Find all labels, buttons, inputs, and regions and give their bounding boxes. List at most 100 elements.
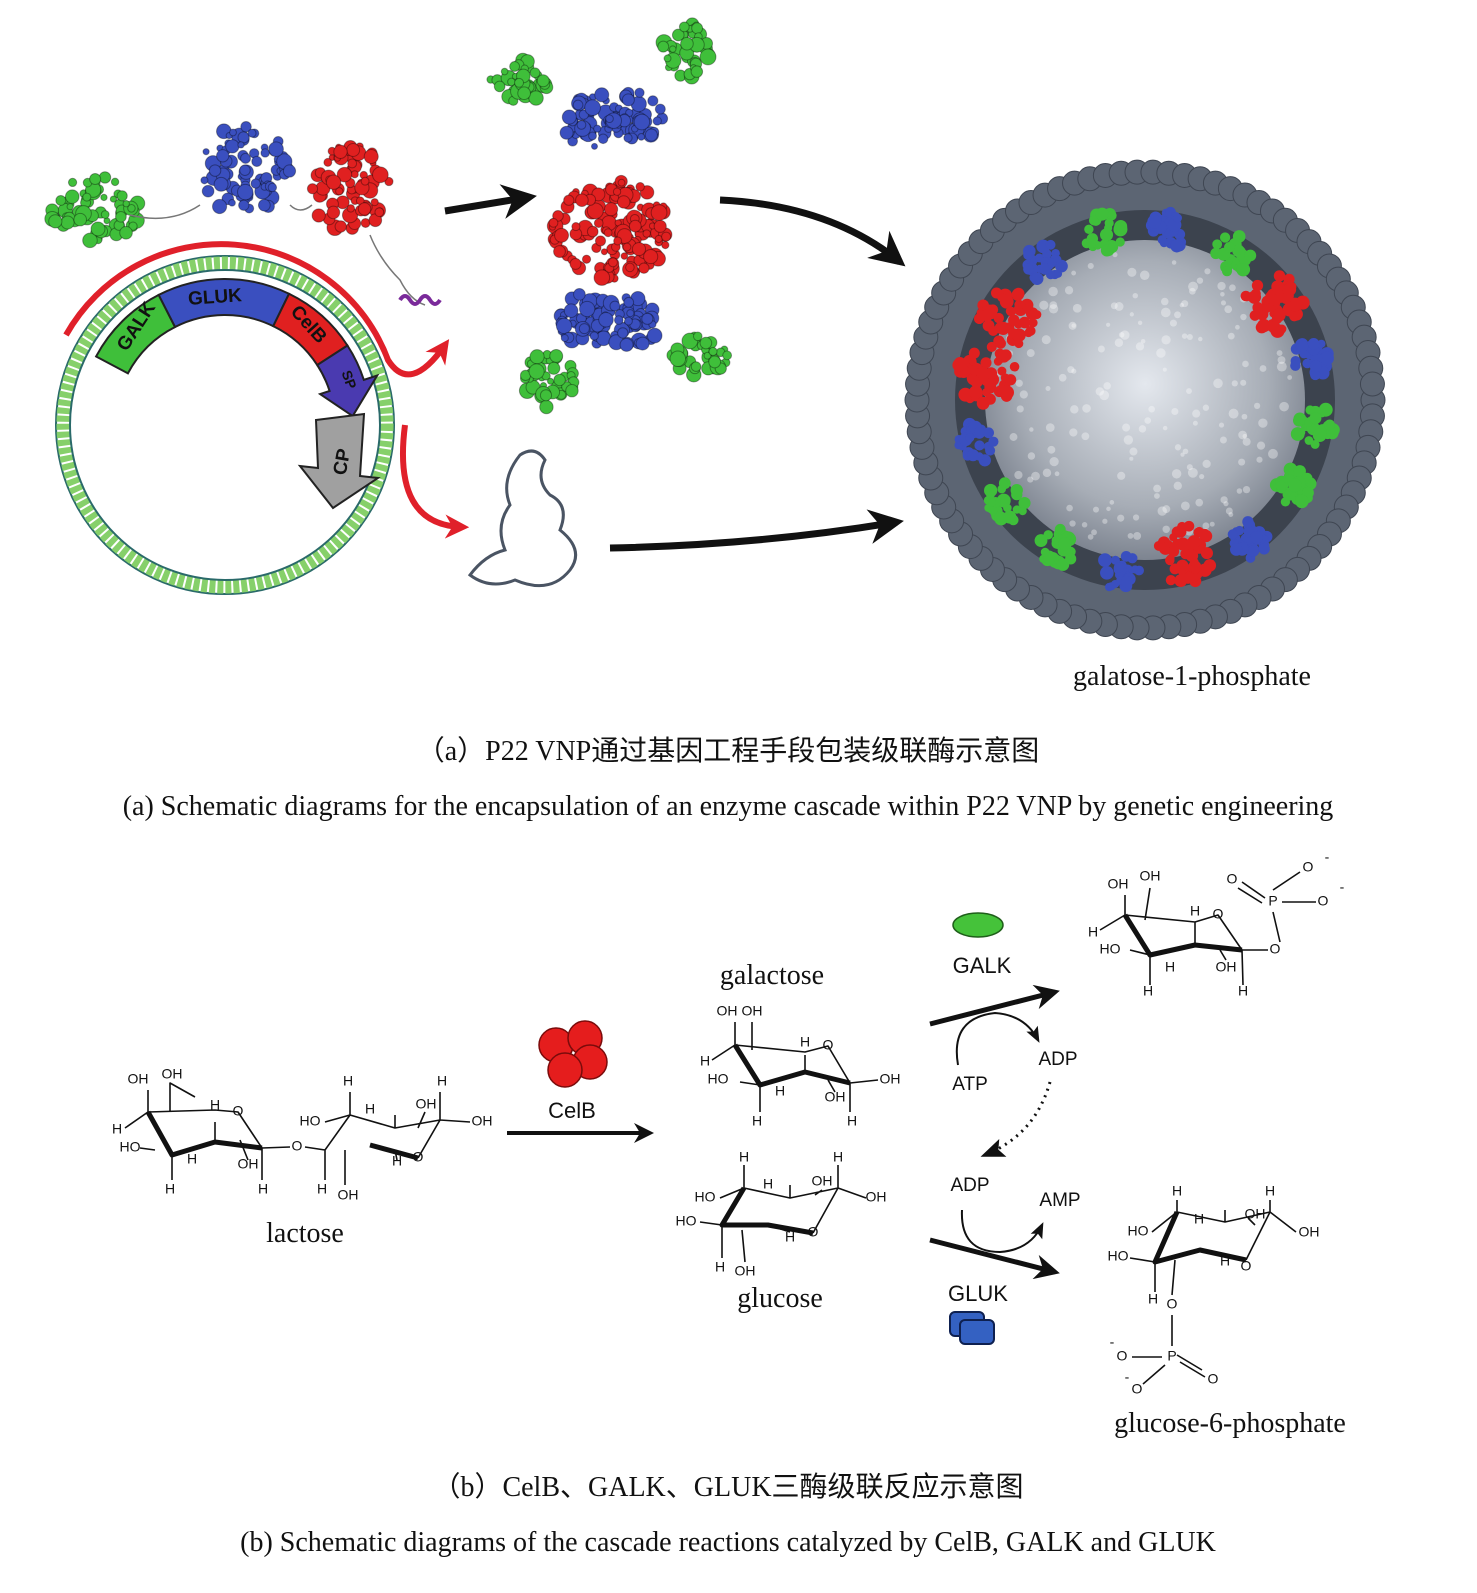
encapsulated-enzyme [983,427,995,439]
galk-protein [44,171,146,249]
galk-bottom-left [518,348,580,415]
encapsulated-enzyme [1047,258,1057,268]
atom-label: H [1088,924,1098,940]
atom-label: O [1213,906,1224,922]
encapsulated-enzyme [1086,238,1097,249]
reaction-arrow-galk [929,984,1060,1027]
cofactor-adp-bottom: ADP [950,1175,989,1196]
protein-structures [44,17,733,588]
encapsulated-enzyme [1307,338,1320,350]
encapsulated-enzyme [1221,266,1233,277]
gluk-dimer-top-b [604,86,669,145]
enzyme-label-galk: GALK [953,953,1012,978]
atom-label: - [1125,1369,1130,1385]
encapsulated-enzyme [970,367,979,376]
encapsulated-enzyme [1012,287,1025,300]
encapsulated-enzyme [1258,543,1270,555]
encapsulated-enzyme [980,357,992,369]
encapsulated-enzyme [1000,349,1012,362]
encapsulated-enzyme [1100,566,1114,580]
atom-label: O [292,1138,303,1154]
caption-b-chinese: （b）CelB、GALK、GLUK三酶级联反应示意图 [432,1471,1023,1503]
molecule-name-glucose: glucose [737,1283,823,1314]
encapsulated-enzyme [970,375,983,388]
atom-label: HO [300,1113,321,1129]
encapsulated-enzyme [1271,280,1284,293]
encapsulated-enzyme [1159,542,1169,552]
atom-label: H [1172,1183,1182,1199]
encapsulated-enzyme [1189,557,1199,567]
encapsulated-enzyme [988,498,997,507]
encapsulated-enzyme [1018,497,1031,510]
p22-capsid [904,159,1386,641]
atom-label: H [210,1097,220,1113]
encapsulated-enzyme [1009,361,1020,372]
atom-label: H [437,1073,447,1089]
atom-label: O [1241,1258,1252,1274]
encapsulated-enzyme [1113,562,1125,573]
atom-label: OH [880,1071,901,1087]
encapsulated-enzyme [1099,228,1114,242]
encapsulated-enzyme [952,358,966,372]
atom-label: OH [128,1071,149,1087]
galk-enzyme-icon [952,912,1004,938]
encapsulated-enzyme [1236,262,1250,276]
enzyme-label-gluk: GLUK [948,1281,1008,1306]
atom-label: OH [866,1189,887,1205]
enzyme-label-celb: CelB [548,1098,596,1123]
encapsulated-enzyme [974,426,985,437]
encapsulated-enzyme [985,445,996,456]
encapsulated-enzyme [965,433,975,443]
encapsulated-enzyme [1169,533,1178,542]
encapsulated-enzyme [1107,243,1117,253]
atom-label: O [413,1149,424,1165]
encapsulated-enzyme [980,309,994,322]
encapsulated-enzyme [1295,494,1309,509]
atom-label: H [1194,1211,1204,1227]
encapsulated-enzyme [1008,328,1019,339]
atom-label: OH [162,1066,183,1082]
atom-label: HO [120,1139,141,1155]
atom-label: H [847,1113,857,1129]
encapsulated-enzyme [1227,529,1238,540]
encapsulated-enzyme [1309,412,1322,425]
atom-label: O [823,1037,834,1053]
atom-label: - [1340,879,1345,895]
atom-label: H [1265,1183,1275,1199]
encapsulated-enzyme [1098,553,1112,567]
celb-enzyme-icon [538,1020,608,1088]
encapsulated-enzyme [1219,232,1231,243]
encapsulated-enzyme [1296,428,1306,437]
gluk-dimer-bottom-b [598,290,663,352]
encapsulated-enzyme [1107,582,1116,591]
encapsulated-enzyme [1039,263,1051,275]
encapsulated-enzyme [1310,369,1321,381]
encapsulated-enzyme [974,440,985,451]
atom-label: P [1268,893,1277,909]
chemical-bonds [124,871,1316,1385]
encapsulated-enzyme [1289,311,1300,322]
encapsulated-enzyme [1277,324,1287,334]
encapsulated-enzyme [1065,553,1077,565]
encapsulated-enzyme [1170,239,1184,253]
encapsulated-enzyme [1030,272,1044,286]
encapsulated-enzyme [1244,249,1257,262]
encapsulated-enzyme [984,483,998,498]
atom-label: O [1270,941,1281,957]
gene-label-gluk: GLUK [187,285,242,310]
caption-a-chinese: （a）P22 VNP通过基因工程手段包装级联酶示意图 [417,735,1040,767]
atom-label: P [1167,1348,1176,1364]
encapsulated-enzyme [1113,222,1128,237]
adp-to-amp-arrow [960,1209,1044,1254]
encapsulated-enzyme [998,479,1008,489]
atom-label: H [763,1176,773,1192]
encapsulated-enzyme [1187,535,1201,549]
atom-label: H [365,1101,375,1117]
encapsulated-enzyme [1003,510,1017,524]
encapsulated-enzyme [1095,207,1109,221]
atom-label: O [1208,1371,1219,1387]
atom-label: OH [812,1173,833,1189]
atom-label: OH [338,1187,359,1203]
